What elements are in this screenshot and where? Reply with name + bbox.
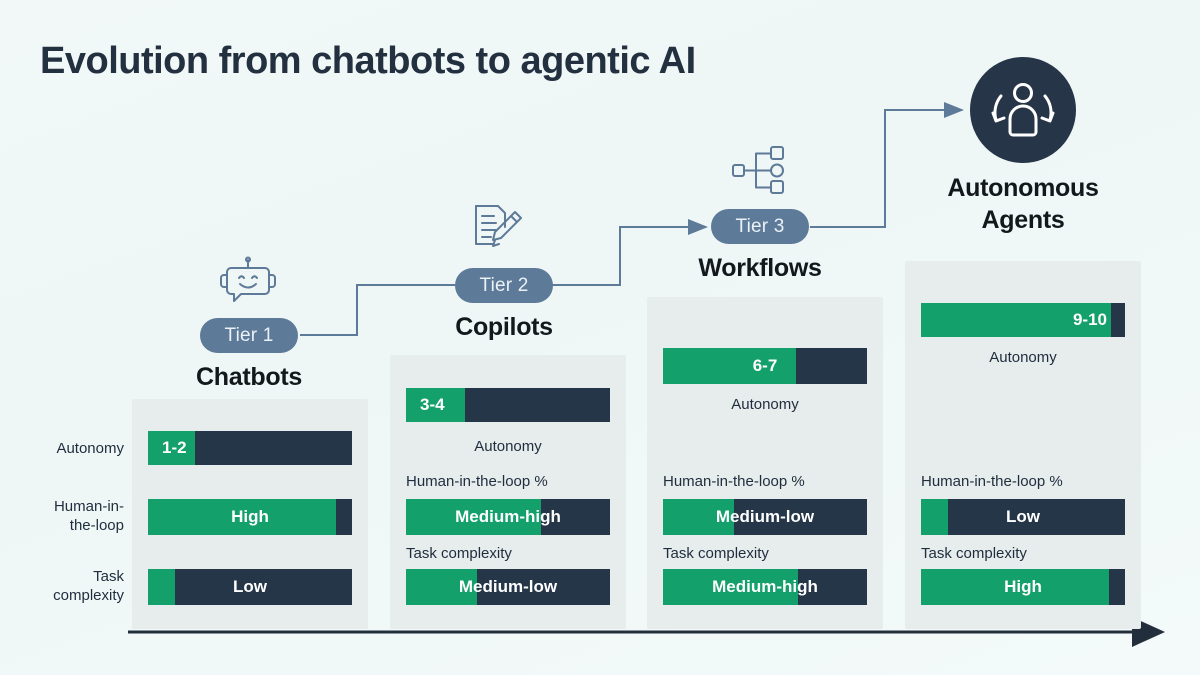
- bar-hitl-autonomous-agents: Low: [921, 499, 1125, 535]
- page-title: Evolution from chatbots to agentic AI: [40, 40, 696, 82]
- bar-fill: [406, 388, 466, 422]
- row-label-hitl-line2: the-loop: [69, 517, 124, 534]
- bar-value-autonomy-chatbots: 1-2: [162, 438, 187, 457]
- bar-fill: [148, 569, 175, 605]
- column-title-chatbots: Chatbots: [196, 363, 302, 391]
- workflow-nodes-icon: [732, 146, 784, 194]
- bar-autonomy-copilots: 3-4: [406, 388, 610, 422]
- bar-value-autonomy-workflows: 6-7: [752, 356, 778, 375]
- bar-task-autonomous-agents: High: [921, 569, 1125, 605]
- bar-hitl-workflows: Medium-low: [663, 499, 867, 535]
- bar-value-hitl-autonomous-agents: Low: [1006, 507, 1040, 526]
- bar-value-task-autonomous-agents: High: [1004, 577, 1042, 596]
- metric-label-hitl-copilots: Human-in-the-loop %: [406, 473, 548, 490]
- bar-value-task-copilots: Medium-low: [458, 577, 558, 596]
- bar-value-hitl-chatbots: High: [231, 507, 269, 526]
- metric-label-task-workflows: Task complexity: [663, 545, 769, 562]
- metric-label-task-autonomous-agents: Task complexity: [921, 545, 1027, 562]
- bar-fill: [148, 499, 336, 535]
- bar-value-hitl-workflows: Medium-low: [715, 507, 815, 526]
- row-label-human-in-the-loop: Human-in- the-loop: [14, 497, 124, 535]
- metric-label-hitl-autonomous-agents: Human-in-the-loop %: [921, 473, 1063, 490]
- bar-value-task-chatbots: Low: [233, 577, 267, 596]
- bar-fill: [663, 348, 796, 384]
- bar-task-copilots: Medium-low: [406, 569, 610, 605]
- tier-pill-3[interactable]: Tier 3: [711, 209, 809, 244]
- bar-autonomy-workflows: 6-7: [663, 348, 867, 384]
- tier-pill-2[interactable]: Tier 2: [455, 268, 553, 303]
- robot-face-icon: [220, 256, 276, 302]
- metric-label-hitl-workflows: Human-in-the-loop %: [663, 473, 805, 490]
- column-title-line1: Autonomous: [947, 174, 1099, 202]
- row-label-task-complexity: Task complexity: [14, 567, 124, 605]
- bar-autonomy-autonomous-agents: 9-10: [921, 303, 1125, 337]
- row-label-task-line1: Task: [93, 568, 124, 585]
- bar-fill: [921, 569, 1109, 605]
- bar-hitl-chatbots: High: [148, 499, 352, 535]
- column-title-workflows: Workflows: [698, 254, 822, 282]
- bar-fill: [406, 499, 541, 535]
- bar-task-chatbots: Low: [148, 569, 352, 605]
- bar-value-task-workflows: Medium-high: [712, 577, 818, 596]
- bar-task-workflows: Medium-high: [663, 569, 867, 605]
- bar-value-autonomy-autonomous-agents: 9-10: [1072, 310, 1107, 329]
- bar-fill: [663, 569, 798, 605]
- bar-value-hitl-copilots: Medium-high: [455, 507, 561, 526]
- row-label-autonomy: Autonomy: [56, 440, 124, 457]
- metric-label-autonomy-autonomous-agents: Autonomy: [989, 349, 1057, 366]
- bar-fill: [148, 431, 195, 465]
- bar-autonomy-chatbots: 1-2: [148, 431, 352, 465]
- metric-label-autonomy-copilots: Autonomy: [474, 438, 542, 455]
- column-title-autonomous-agents: Autonomous Agents: [920, 172, 1126, 236]
- metric-label-autonomy-workflows: Autonomy: [731, 396, 799, 413]
- column-title-copilots: Copilots: [455, 313, 553, 341]
- bar-fill: [921, 499, 948, 535]
- column-title-line2: Agents: [981, 206, 1065, 234]
- tier-pill-1[interactable]: Tier 1: [200, 318, 298, 353]
- document-pencil-icon: [475, 205, 522, 247]
- bar-fill: [406, 569, 478, 605]
- row-label-hitl-line1: Human-in-: [53, 498, 124, 515]
- autonomous-agent-circle-icon: [970, 57, 1076, 163]
- bar-hitl-copilots: Medium-high: [406, 499, 610, 535]
- metric-label-task-copilots: Task complexity: [406, 545, 512, 562]
- bar-fill: [921, 303, 1111, 337]
- row-label-task-line2: complexity: [53, 587, 124, 604]
- bar-fill: [663, 499, 735, 535]
- bar-value-autonomy-copilots: 3-4: [420, 395, 445, 414]
